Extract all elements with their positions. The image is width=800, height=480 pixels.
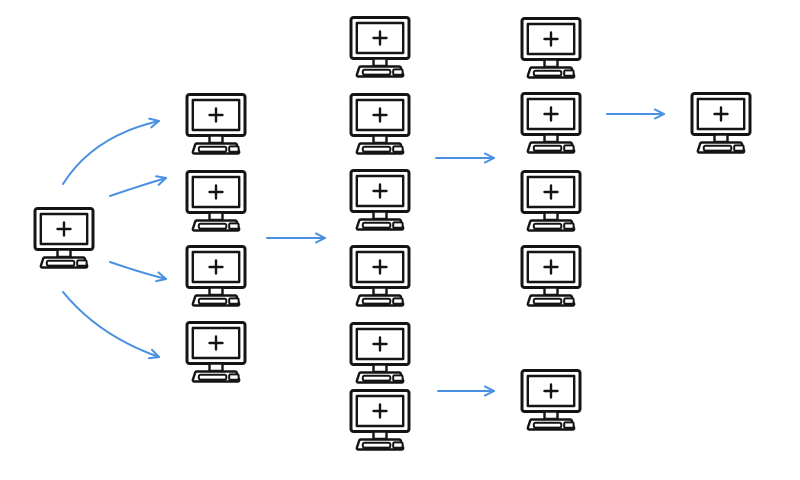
stage2-computer-1 [184,92,248,156]
plus-icon [543,106,559,122]
plus-icon [208,107,224,123]
plus-icon [543,383,559,399]
desktop-computer-plus-icon [185,321,247,383]
desktop-computer-plus-icon [185,170,247,232]
desktop-computer-plus-icon [520,170,582,232]
desktop-computer-plus-icon [349,389,411,451]
desktop-computer-plus-icon [520,92,582,154]
stage2-computer-2 [184,169,248,233]
plus-icon [543,31,559,47]
plus-icon [543,259,559,275]
plus-icon [372,107,388,123]
stage1-computer-1 [32,206,96,270]
stage2-computer-3 [184,244,248,308]
stage4-computer-1 [519,16,583,80]
stage4-computer-5 [519,368,583,432]
desktop-computer-plus-icon [520,369,582,431]
desktop-computer-plus-icon [520,245,582,307]
plus-icon [372,259,388,275]
stage3-computer-5 [348,321,412,385]
plus-icon [372,183,388,199]
desktop-computer-plus-icon [349,169,411,231]
stage4-computer-4 [519,244,583,308]
desktop-computer-plus-icon [520,17,582,79]
plus-icon [208,184,224,200]
stage3-computer-4 [348,244,412,308]
plus-icon [543,184,559,200]
desktop-computer-plus-icon [185,245,247,307]
fanout-arrow-4 [62,291,160,360]
stage3-computer-2 [348,92,412,156]
stage4-computer-3 [519,169,583,233]
desktop-computer-plus-icon [349,322,411,384]
fanout-arrow-2 [109,175,167,197]
desktop-computer-plus-icon [185,93,247,155]
stage3-computer-3 [348,168,412,232]
plus-icon [372,30,388,46]
plus-icon [208,335,224,351]
stage3-computer-6 [348,388,412,452]
stage2-computer-4 [184,320,248,384]
plus-icon [372,336,388,352]
plus-icon [56,221,72,237]
plus-icon [208,259,224,275]
stage3-computer-1 [348,15,412,79]
stage4-computer-2 [519,91,583,155]
fanout-arrow-1 [62,117,160,185]
stage5-computer-1 [689,91,753,155]
fanout-arrow-3 [109,261,167,283]
desktop-computer-plus-icon [33,207,95,269]
plus-icon [372,403,388,419]
desktop-computer-plus-icon [690,92,752,154]
desktop-computer-plus-icon [349,245,411,307]
desktop-computer-plus-icon [349,16,411,78]
plus-icon [713,106,729,122]
desktop-computer-plus-icon [349,93,411,155]
